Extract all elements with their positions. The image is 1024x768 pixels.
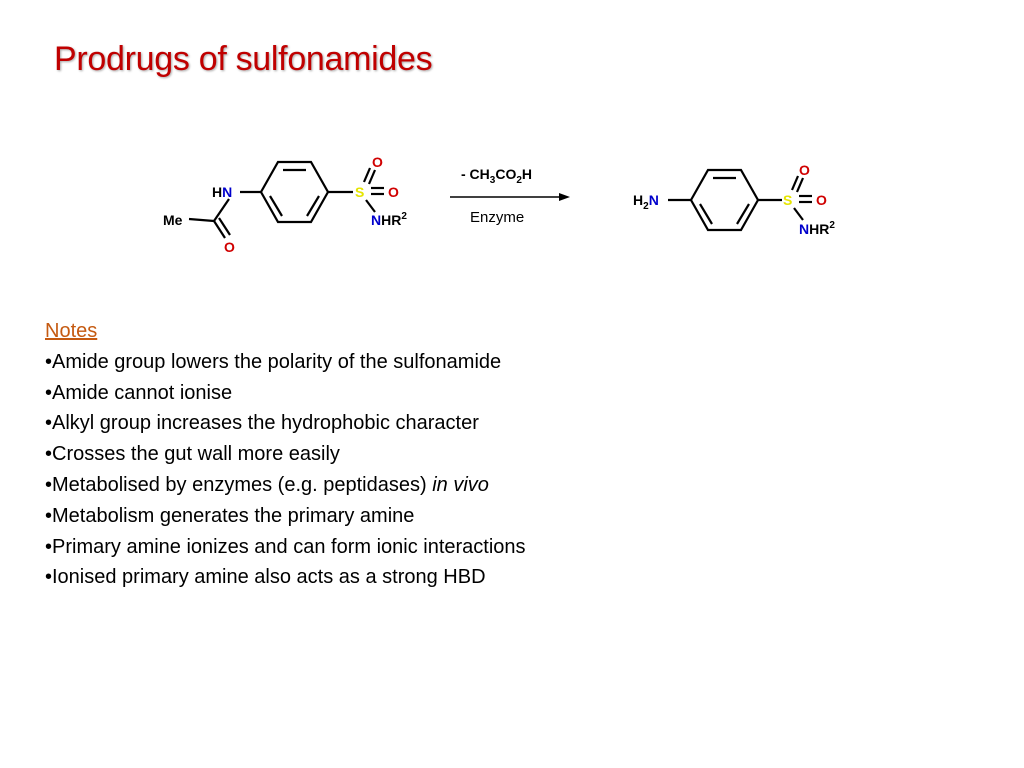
notes-item: •Crosses the gut wall more easily — [45, 443, 340, 466]
product-h2n-label: H2N — [633, 192, 659, 212]
arrow-enzyme-label: Enzyme — [470, 209, 524, 226]
notes-item: •Primary amine ionizes and can form ioni… — [45, 535, 526, 558]
prodrug-so-right-label: O — [388, 184, 399, 200]
notes-list: •Amide group lowers the polarity of the … — [45, 347, 745, 593]
prodrug-nh-label: HN — [212, 184, 232, 200]
notes-item: •Metabolised by enzymes (e.g. peptidases… — [45, 473, 489, 496]
prodrug-ring-double-bond — [306, 195, 320, 217]
prodrug-n-c-bond — [213, 198, 230, 222]
product-structure: H2N S O O NHR2 — [633, 162, 835, 237]
arrow-head — [559, 193, 570, 201]
prodrug-nhr2-label: NHR2 — [371, 211, 407, 228]
prodrug-me-label: Me — [163, 212, 183, 228]
prodrug-carbonyl-o-label: O — [224, 239, 235, 255]
notes-item-italic: in vivo — [432, 473, 489, 496]
product-s-label: S — [783, 192, 792, 208]
product-so-top-bond — [795, 177, 805, 193]
notes-item: •Alkyl group increases the hydrophobic c… — [45, 412, 479, 435]
product-so-top-label: O — [799, 162, 810, 178]
prodrug-structure: HN Me O S O O NHR2 — [163, 154, 407, 255]
prodrug-carbonyl-bond — [218, 217, 231, 236]
slide-title: Prodrugs of sulfonamides — [54, 40, 433, 78]
arrow-reagent-label: - CH3CO2H — [461, 166, 532, 186]
reaction-arrow: - CH3CO2H Enzyme — [450, 166, 570, 226]
prodrug-carbonyl-bond — [213, 220, 226, 239]
notes-item: •Amide cannot ionise — [45, 381, 233, 404]
product-so-right-label: O — [816, 192, 827, 208]
prodrug-ring-double-bond — [269, 195, 283, 217]
product-nhr2-label: NHR2 — [799, 220, 835, 237]
prodrug-s-n-bond — [365, 199, 376, 213]
notes-item: •Amide group lowers the polarity of the … — [45, 350, 502, 373]
notes-item: •Ionised primary amine also acts as a st… — [45, 566, 486, 589]
notes-item: •Metabolism generates the primary amine — [45, 504, 415, 527]
prodrug-me-c-bond — [188, 217, 215, 223]
prodrug-s-label: S — [355, 184, 364, 200]
prodrug-so-top-bond — [367, 169, 377, 185]
product-s-n-bond — [793, 207, 804, 221]
notes-section: Notes •Amide group lowers the polarity o… — [45, 316, 745, 593]
prodrug-so-top-label: O — [372, 154, 383, 170]
product-so-top-bond — [790, 175, 800, 191]
notes-heading: Notes — [45, 320, 98, 342]
product-ring-double-bond — [736, 203, 750, 225]
reaction-scheme: HN Me O S O O NHR2 - CH3CO2H Enzyme — [163, 154, 835, 255]
prodrug-so-top-bond — [362, 167, 372, 183]
product-ring-double-bond — [699, 203, 713, 225]
